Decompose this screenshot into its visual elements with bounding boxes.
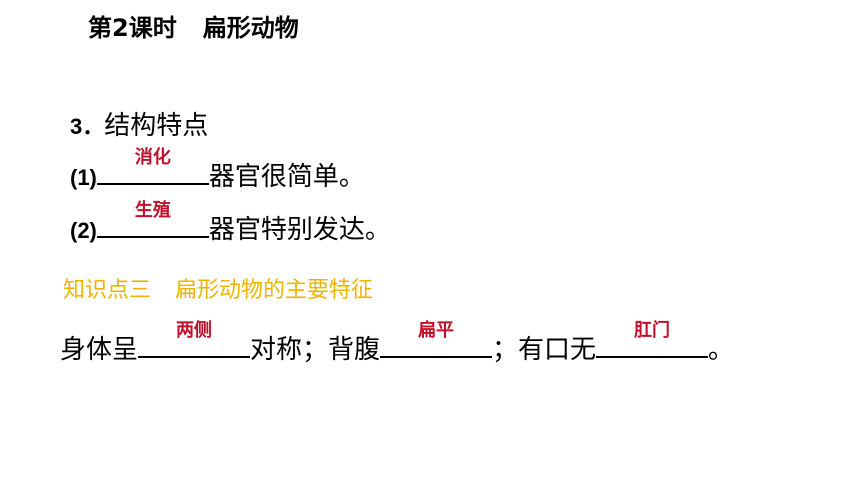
answer-blank: 生殖: [96, 200, 209, 238]
structure-heading: 3．结构特点: [70, 109, 208, 144]
answer-text: 两侧: [176, 320, 213, 341]
lesson-topic: 扁形动物: [202, 14, 299, 42]
heading-number: 3．: [70, 114, 105, 139]
page-title: 第2课时扁形动物: [88, 12, 299, 44]
section-heading: 知识点三扁形动物的主要特征: [63, 276, 373, 306]
answer-text: 肛门: [634, 320, 671, 341]
answer-blank: 肛门: [596, 320, 709, 358]
section-label: 知识点三: [63, 278, 152, 303]
answer-blank: 消化: [96, 147, 209, 185]
sentence-part: ；有口无: [492, 335, 597, 365]
sentence-part: 对称；背腹: [250, 335, 381, 365]
answer-text: 消化: [134, 147, 171, 168]
answer-blank: 扁平: [380, 320, 493, 358]
lesson-label: 第2课时: [88, 14, 177, 42]
answer-blank: 两侧: [138, 320, 251, 358]
answer-text: 生殖: [134, 200, 171, 221]
section-text: 扁形动物的主要特征: [175, 278, 374, 303]
item-number: (1): [70, 165, 97, 190]
item-text: 器官特别发达。: [208, 215, 391, 245]
item-number: (2): [70, 218, 97, 243]
heading-text: 结构特点: [104, 111, 209, 141]
item-text: 器官很简单。: [208, 162, 365, 192]
sentence-part: 。: [708, 335, 735, 365]
structure-item-1: (1) 消化器官很简单。: [70, 147, 365, 195]
feature-sentence: 身体呈 两侧对称；背腹 扁平 ；有口无 肛门。: [60, 320, 735, 367]
answer-text: 扁平: [418, 320, 455, 341]
sentence-part: 身体呈: [60, 335, 139, 365]
structure-item-2: (2) 生殖器官特别发达。: [70, 200, 391, 248]
